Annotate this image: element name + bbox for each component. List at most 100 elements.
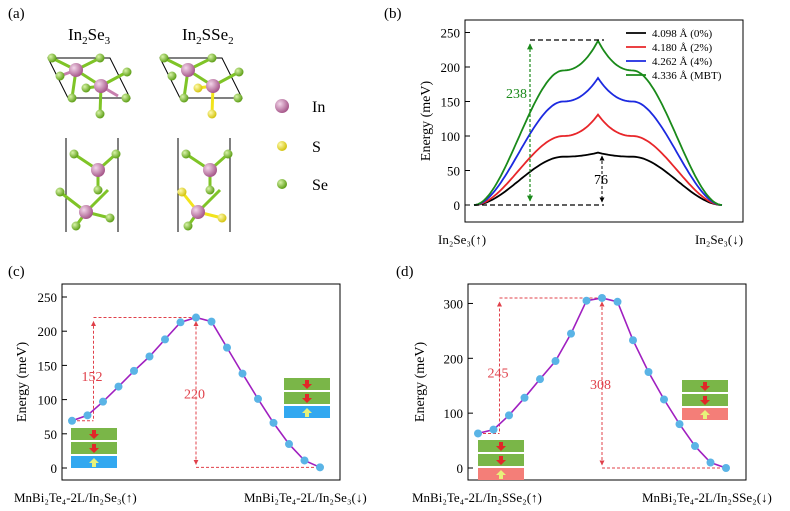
data-point [567, 329, 575, 338]
barrier-label: 308 [590, 378, 611, 393]
in2se3-side-view [55, 138, 121, 232]
data-point [505, 411, 513, 420]
data-point [68, 416, 76, 425]
y-tick-label: 250 [441, 26, 461, 41]
spin-down-arrow [89, 430, 99, 439]
spin-down-arrow [302, 380, 312, 389]
barrier-label: 245 [488, 367, 509, 382]
plot-c-ylabel: Energy (meV) [15, 342, 30, 423]
data-point [644, 368, 653, 377]
series-line [473, 113, 723, 206]
in2se3-top-view [47, 53, 132, 119]
spin-down-arrow [302, 394, 312, 403]
spin-down-arrow [496, 442, 506, 451]
legend-s-label: S [312, 139, 321, 156]
data-point [706, 458, 715, 467]
plot-c-annotations: 152 220 [72, 317, 320, 468]
legend-se-label: Se [312, 177, 328, 194]
plot-b-frame [464, 19, 744, 223]
barrier-label: 220 [184, 387, 205, 402]
data-point [316, 463, 324, 472]
in2sse2-side-view [177, 138, 233, 232]
plot-c-xright: MnBi₂Te₄-2L/In₂Se₃(↓) [244, 490, 367, 505]
data-point [598, 293, 606, 302]
legend-se-swatch [277, 179, 287, 189]
y-tick-label: 300 [444, 296, 464, 311]
data-point [489, 425, 498, 434]
data-point [551, 357, 560, 366]
data-point [474, 429, 482, 438]
data-point [269, 418, 278, 427]
legend-s-swatch [277, 141, 287, 151]
y-tick-label: 50 [44, 427, 57, 442]
plot-b-ylabel: Energy (meV) [419, 81, 434, 162]
data-point [223, 343, 231, 352]
data-point [691, 442, 699, 451]
plot-b-xright: In₂Se₃(↓) [695, 232, 743, 247]
polarization-arrow [700, 410, 710, 419]
data-point [207, 317, 216, 326]
panel-a: (a) In2Se3 In2SSe2 [8, 6, 328, 232]
panel-a-label: (a) [8, 6, 25, 22]
col1-title: In2Se3 [68, 25, 111, 47]
series-line [473, 76, 723, 206]
plot-c-line [68, 313, 324, 472]
plot-d-xright: MnBi₂Te₄-2L/In₂SSe₂(↓) [642, 490, 772, 505]
y-tick-label: 100 [444, 406, 464, 421]
data-point [238, 369, 247, 378]
panel-b-label: (b) [384, 6, 402, 22]
plot-c-layer-icons [71, 378, 330, 468]
data-point [145, 352, 154, 361]
panel-c-label: (c) [8, 264, 25, 280]
y-tick-label: 100 [38, 393, 58, 408]
data-point [660, 395, 668, 404]
y-tick-label: 250 [38, 290, 58, 305]
y-tick-label: 150 [441, 95, 461, 110]
y-tick-label: 200 [38, 324, 58, 339]
atom-legend: In S Se [275, 99, 328, 194]
polarization-arrow [302, 408, 312, 417]
data-point [300, 456, 309, 465]
polarization-arrow [496, 470, 506, 479]
legend-entry: 4.336 Å (MBT) [652, 70, 722, 82]
data-point [161, 335, 169, 344]
y-tick-label: 0 [454, 198, 461, 213]
plot-d-layer-icons [478, 380, 728, 480]
spin-down-arrow [700, 382, 710, 391]
y-tick-label: 50 [447, 164, 460, 179]
data-point [176, 318, 185, 327]
plot-c-xleft: MnBi₂Te₄-2L/In₂Se₃(↑) [14, 490, 137, 505]
legend-in-swatch [275, 99, 289, 113]
plot-b-legend: 4.098 Å (0%) 4.180 Å (2%) 4.262 Å (4%) 4.33… [626, 28, 722, 82]
y-tick-label: 100 [441, 129, 461, 144]
data-point [130, 366, 138, 375]
data-point [99, 397, 107, 406]
spin-down-arrow [700, 396, 710, 405]
y-tick-label: 200 [444, 351, 464, 366]
data-point [722, 464, 730, 472]
data-point [520, 393, 529, 402]
panel-d-label: (d) [396, 264, 414, 280]
legend-entry: 4.262 Å (4%) [652, 56, 713, 68]
data-point [613, 297, 622, 306]
data-point [675, 420, 684, 429]
col2-title: In2SSe2 [182, 25, 234, 47]
in2sse2-top-view [159, 53, 244, 119]
plot-b-lines [473, 38, 723, 206]
spin-down-arrow [89, 444, 99, 453]
plot-c-frame [61, 283, 341, 481]
legend-entry: 4.098 Å (0%) [652, 28, 713, 40]
series-line [473, 38, 723, 206]
data-point [192, 313, 200, 322]
y-tick-label: 150 [38, 358, 58, 373]
data-point [254, 394, 262, 403]
data-point [114, 382, 123, 391]
legend-entry: 4.180 Å (2%) [652, 42, 713, 54]
plot-d-frame [467, 283, 747, 481]
plot-d-line [474, 293, 730, 472]
barrier-label: 152 [82, 370, 103, 385]
